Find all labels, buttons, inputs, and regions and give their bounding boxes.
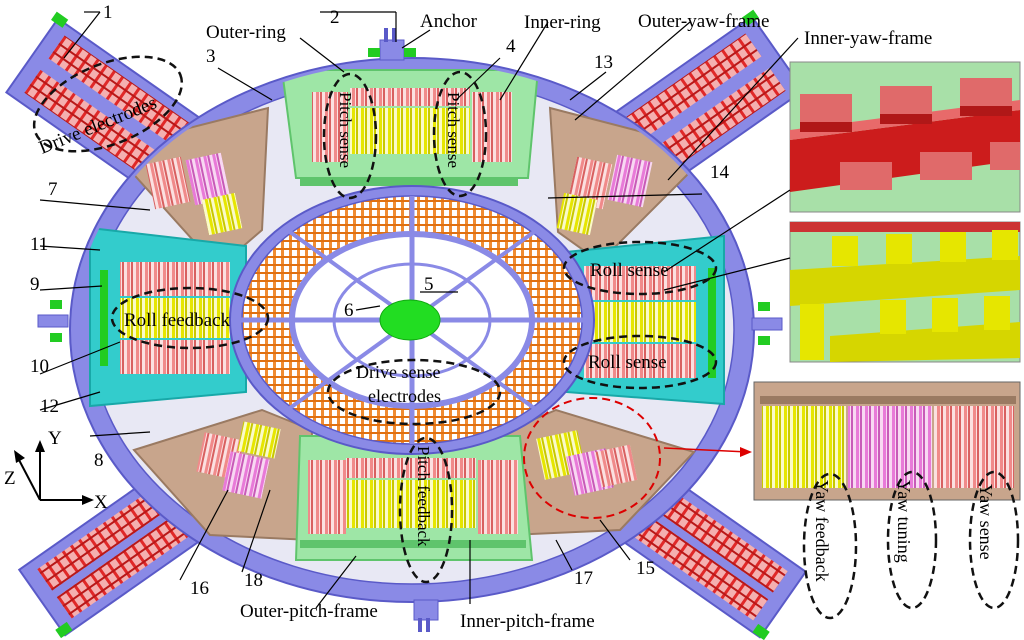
anchor-right xyxy=(751,317,783,331)
number-9: 9 xyxy=(30,274,40,295)
number-5: 5 xyxy=(424,274,434,295)
inset-sense-electrode-zoom xyxy=(789,221,1021,363)
anchor-left xyxy=(37,314,69,328)
anchor-top xyxy=(379,39,405,61)
axis-z-label: Z xyxy=(4,468,16,489)
label-inner-pitch-frame: Inner-pitch-frame xyxy=(460,611,595,632)
callout-lines xyxy=(39,11,799,609)
axis-y-label: Y xyxy=(48,428,62,449)
number-17: 17 xyxy=(574,568,593,589)
number-16: 16 xyxy=(190,578,209,599)
number-4: 4 xyxy=(506,36,516,57)
pitch-top-right-red xyxy=(472,92,512,162)
number-7: 7 xyxy=(48,179,58,200)
axis-x-label: X xyxy=(94,492,108,513)
label-drive-sense-line2: electrodes xyxy=(368,386,441,406)
label-yaw-feedback: Yaw feedback xyxy=(812,480,832,582)
number-6: 6 xyxy=(344,300,354,321)
anchor-bottom xyxy=(413,599,439,621)
number-11: 11 xyxy=(30,234,48,255)
label-roll-sense-top: Roll sense xyxy=(590,260,669,281)
label-drive-sense-line1: Drive sense xyxy=(356,362,440,382)
number-3: 3 xyxy=(206,46,216,67)
yaw-highlight xyxy=(523,397,661,519)
pitch-bottom-yellow xyxy=(346,480,476,528)
number-14: 14 xyxy=(710,162,730,183)
number-12: 12 xyxy=(40,396,59,417)
center-anchor xyxy=(379,299,441,341)
number-2: 2 xyxy=(330,7,340,28)
pitch-bottom-left-red xyxy=(308,460,346,534)
label-outer-yaw-frame: Outer-yaw-frame xyxy=(638,11,770,32)
number-labels: 1 2 3 4 5 6 7 8 9 10 11 12 13 14 15 16 1… xyxy=(30,2,730,599)
number-1: 1 xyxy=(103,2,113,23)
number-13: 13 xyxy=(594,52,613,73)
label-inner-yaw-frame: Inner-yaw-frame xyxy=(804,28,932,49)
number-18: 18 xyxy=(244,570,263,591)
label-pitch-sense-left: Pitch sense xyxy=(336,92,355,168)
label-anchor: Anchor xyxy=(420,11,478,32)
dashed-callouts xyxy=(32,55,1020,620)
label-outer-pitch-frame: Outer-pitch-frame xyxy=(240,601,378,622)
label-roll-sense-bottom: Roll sense xyxy=(588,352,667,373)
yaw-electrodes-top-left xyxy=(145,152,243,236)
label-inner-ring: Inner-ring xyxy=(524,12,601,33)
number-8: 8 xyxy=(94,450,104,471)
label-roll-feedback: Roll feedback xyxy=(124,310,231,331)
label-yaw-tuning: Yaw tuning xyxy=(894,480,914,563)
inset-drive-electrode-zoom xyxy=(789,61,1021,213)
number-10: 10 xyxy=(30,356,49,377)
pitch-top-yellow xyxy=(350,108,470,154)
label-yaw-sense: Yaw sense xyxy=(976,484,996,560)
label-pitch-feedback: Pitch feedback xyxy=(414,446,433,547)
pitch-bottom-right-red xyxy=(478,460,518,534)
number-15: 15 xyxy=(636,558,655,579)
yaw-electrodes-bottom-right xyxy=(536,430,638,496)
label-outer-ring: Outer-ring xyxy=(206,22,286,43)
pitch-top-left-red xyxy=(312,92,348,162)
label-pitch-sense-right: Pitch sense xyxy=(444,92,463,168)
yaw-electrodes-bottom-left xyxy=(196,421,281,499)
coordinate-axes: Y X Z xyxy=(4,428,108,513)
